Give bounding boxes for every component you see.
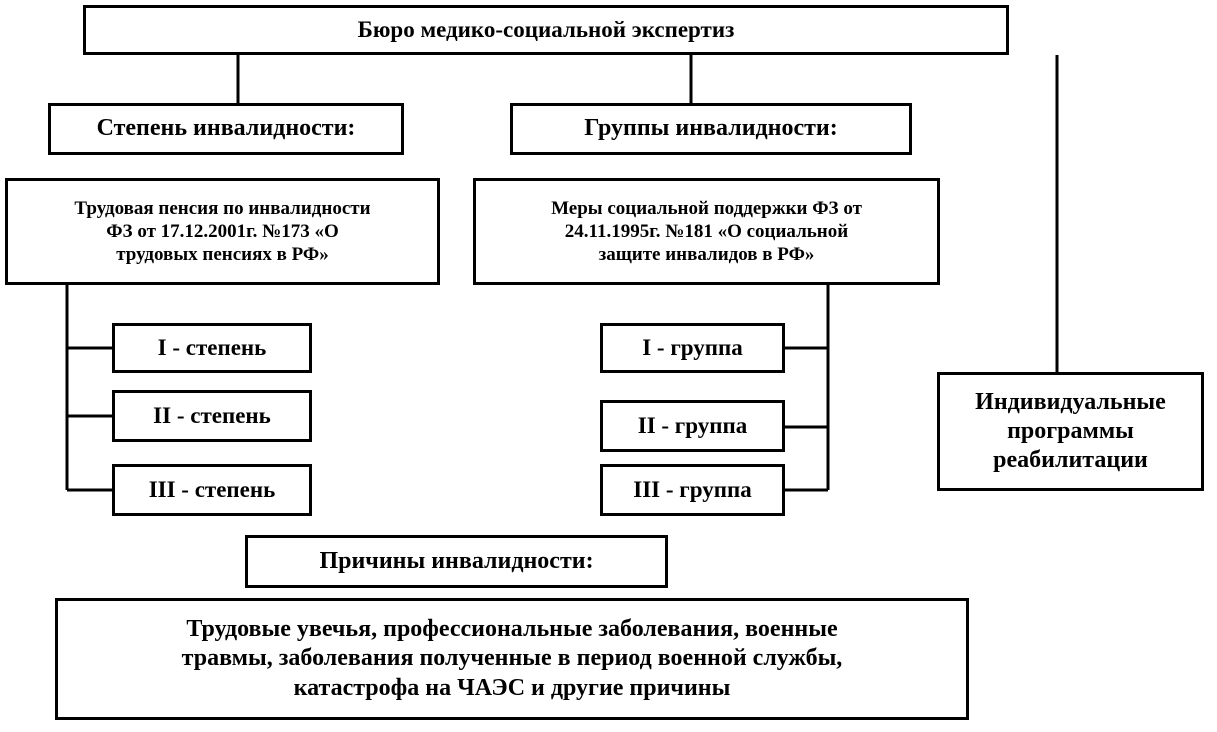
causes-text-box: Трудовые увечья, профессиональные заболе… <box>55 598 969 720</box>
group-item-label: II - группа <box>637 412 748 438</box>
groups-law-box: Меры социальной поддержки ФЗ от 24.11.19… <box>473 178 940 285</box>
rehab-line: реабилитации <box>993 447 1148 474</box>
degree-law-box: Трудовая пенсия по инвалидности ФЗ от 17… <box>5 178 440 285</box>
group-item-label: III - группа <box>633 476 752 502</box>
causes-heading-box: Причины инвалидности: <box>245 535 668 588</box>
degree-heading-box: Степень инвалидности: <box>48 103 404 155</box>
groups-law-line: Меры социальной поддержки ФЗ от <box>551 197 862 219</box>
group-item-3: III - группа <box>600 464 785 516</box>
degree-item-label: I - степень <box>157 334 267 360</box>
causes-line: травмы, заболевания полученные в период … <box>181 645 843 672</box>
degree-item-2: II - степень <box>112 390 312 442</box>
groups-law-line: защите инвалидов в РФ» <box>598 244 815 266</box>
title-box: Бюро медико-социальной экспертиз <box>83 5 1009 55</box>
degree-item-3: III - степень <box>112 464 312 516</box>
degree-law-line: ФЗ от 17.12.2001г. №173 «О <box>106 220 339 242</box>
causes-line: катастрофа на ЧАЭС и другие причины <box>293 674 731 701</box>
title-text: Бюро медико-социальной экспертиз <box>357 16 735 42</box>
degree-heading: Степень инвалидности: <box>96 115 356 142</box>
causes-heading: Причины инвалидности: <box>319 547 594 574</box>
rehab-line: программы <box>1007 417 1134 444</box>
rehab-box: Индивидуальные программы реабилитации <box>937 372 1204 491</box>
groups-heading: Группы инвалидности: <box>584 115 838 142</box>
degree-item-label: III - степень <box>148 476 276 502</box>
group-item-1: I - группа <box>600 323 785 373</box>
rehab-line: Индивидуальные <box>975 388 1166 415</box>
degree-law-line: Трудовая пенсия по инвалидности <box>74 197 371 219</box>
degree-item-label: II - степень <box>153 402 271 428</box>
causes-line: Трудовые увечья, профессиональные заболе… <box>186 616 838 643</box>
groups-heading-box: Группы инвалидности: <box>510 103 912 155</box>
group-item-label: I - группа <box>642 334 743 360</box>
groups-law-line: 24.11.1995г. №181 «О социальной <box>564 220 849 242</box>
degree-law-line: трудовых пенсиях в РФ» <box>116 244 329 266</box>
degree-item-1: I - степень <box>112 323 312 373</box>
group-item-2: II - группа <box>600 400 785 452</box>
